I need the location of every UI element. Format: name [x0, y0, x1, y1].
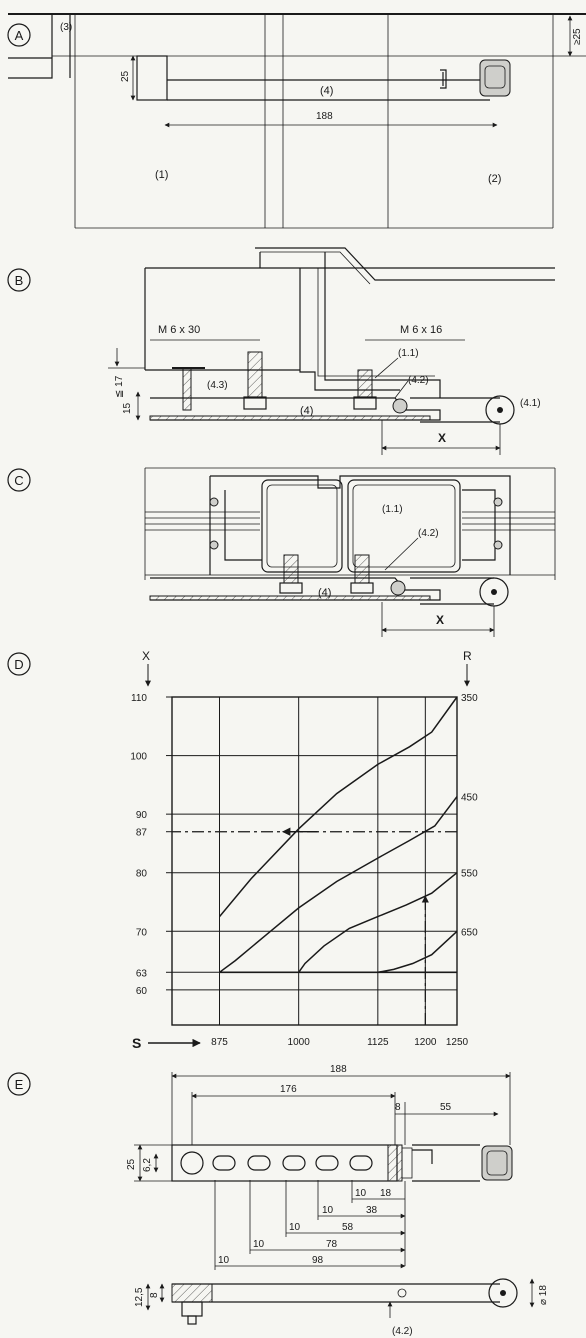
section-d-badge: D [7, 652, 31, 676]
svg-text:188: 188 [316, 111, 333, 122]
x-axis-label: S [132, 1035, 141, 1051]
y-tick-label: 90 [136, 810, 148, 821]
y-tick-label: 110 [131, 693, 147, 704]
svg-text:18: 18 [380, 1188, 392, 1199]
svg-text:15: 15 [122, 402, 133, 414]
svg-text:78: 78 [326, 1239, 338, 1250]
x-tick-label: 1125 [367, 1037, 389, 1048]
svg-text:25: 25 [126, 1158, 137, 1170]
y-axis-label: X [142, 649, 150, 663]
svg-text:C: C [14, 473, 23, 488]
svg-text:10: 10 [218, 1255, 230, 1266]
svg-text:(4.2): (4.2) [408, 375, 429, 386]
svg-text:A: A [15, 28, 24, 43]
svg-text:10: 10 [253, 1239, 265, 1250]
svg-text:(1): (1) [155, 169, 168, 181]
svg-text:58: 58 [342, 1222, 354, 1233]
series-label-350: 350 [461, 693, 478, 704]
series-label-550: 550 [461, 869, 478, 880]
svg-text:10: 10 [289, 1222, 301, 1233]
svg-text:8: 8 [395, 1102, 401, 1113]
series-label-450: 450 [461, 793, 478, 804]
svg-text:M 6 x 30: M 6 x 30 [158, 324, 200, 336]
svg-text:E: E [15, 1077, 24, 1092]
svg-text:≥25: ≥25 [572, 28, 583, 45]
section-b: B M 6 x 30 M 6 x 16 (1. [7, 247, 555, 455]
x-tick-label: 1000 [288, 1037, 311, 1048]
svg-text:(4): (4) [320, 85, 333, 97]
x-tick-label: 1200 [414, 1037, 437, 1048]
x-tick-label: 875 [211, 1037, 228, 1048]
svg-text:25: 25 [120, 70, 131, 82]
svg-text:176: 176 [280, 1084, 297, 1095]
svg-text:10: 10 [322, 1205, 334, 1216]
svg-text:(4): (4) [318, 587, 331, 599]
section-b-badge: B [7, 268, 31, 292]
y-tick-label: 60 [136, 986, 148, 997]
svg-text:6,2: 6,2 [142, 1158, 153, 1172]
svg-text:≦ 17: ≦ 17 [114, 375, 125, 398]
series-line-650 [377, 930, 458, 974]
series-line-350 [218, 696, 458, 918]
svg-text:D: D [14, 657, 23, 672]
svg-text:(4.1): (4.1) [520, 398, 541, 409]
svg-text:(4.3): (4.3) [207, 380, 228, 391]
y-tick-label: 80 [136, 869, 148, 880]
svg-text:(1.1): (1.1) [398, 348, 419, 359]
svg-text:(4.2): (4.2) [418, 528, 439, 539]
svg-text:(3): (3) [60, 22, 72, 33]
series-line-550 [298, 872, 458, 973]
section-e-badge: E [7, 1072, 31, 1096]
svg-text:(2): (2) [488, 173, 501, 185]
section-c: C [7, 467, 556, 637]
x-tick-label: 1250 [446, 1037, 469, 1048]
y2-axis-label: R [463, 649, 472, 663]
series-line-450 [219, 796, 458, 973]
chart-frame [171, 696, 458, 1026]
svg-text:(4.2): (4.2) [392, 1326, 413, 1337]
svg-text:38: 38 [366, 1205, 378, 1216]
y-tick-label: 70 [136, 927, 148, 938]
svg-text:M 6 x 16: M 6 x 16 [400, 324, 442, 336]
y-tick-label: 100 [130, 752, 147, 763]
svg-text:12,5: 12,5 [134, 1287, 145, 1307]
y-tick-label: 87 [136, 828, 148, 839]
y-tick-label: 63 [136, 968, 148, 979]
svg-text:(1.1): (1.1) [382, 504, 403, 515]
section-a-badge: A [7, 23, 31, 47]
chart-x-vs-s: 110 100 90 87 80 70 63 60 875 1000 1125 1200 1250 350… [130, 649, 478, 1051]
svg-text:X: X [436, 613, 444, 627]
svg-text:10: 10 [355, 1188, 367, 1199]
svg-text:B: B [15, 273, 24, 288]
svg-text:55: 55 [440, 1102, 452, 1113]
section-e: E 188 176 8 55 25 [7, 1064, 549, 1337]
svg-text:188: 188 [330, 1064, 347, 1075]
section-d: D 110 100 90 87 80 70 63 60 875 1000 1125 1200 1250 3… [7, 649, 478, 1051]
svg-text:98: 98 [312, 1255, 324, 1266]
section-c-badge: C [7, 468, 31, 492]
svg-text:X: X [438, 431, 446, 445]
series-label-650: 650 [461, 927, 478, 938]
svg-text:⌀ 18: ⌀ 18 [538, 1285, 549, 1305]
svg-text:8: 8 [149, 1292, 160, 1298]
svg-text:(4): (4) [300, 405, 313, 417]
section-a: A (3) (4) 25 188 ≥25 (1) (2) [7, 13, 586, 229]
